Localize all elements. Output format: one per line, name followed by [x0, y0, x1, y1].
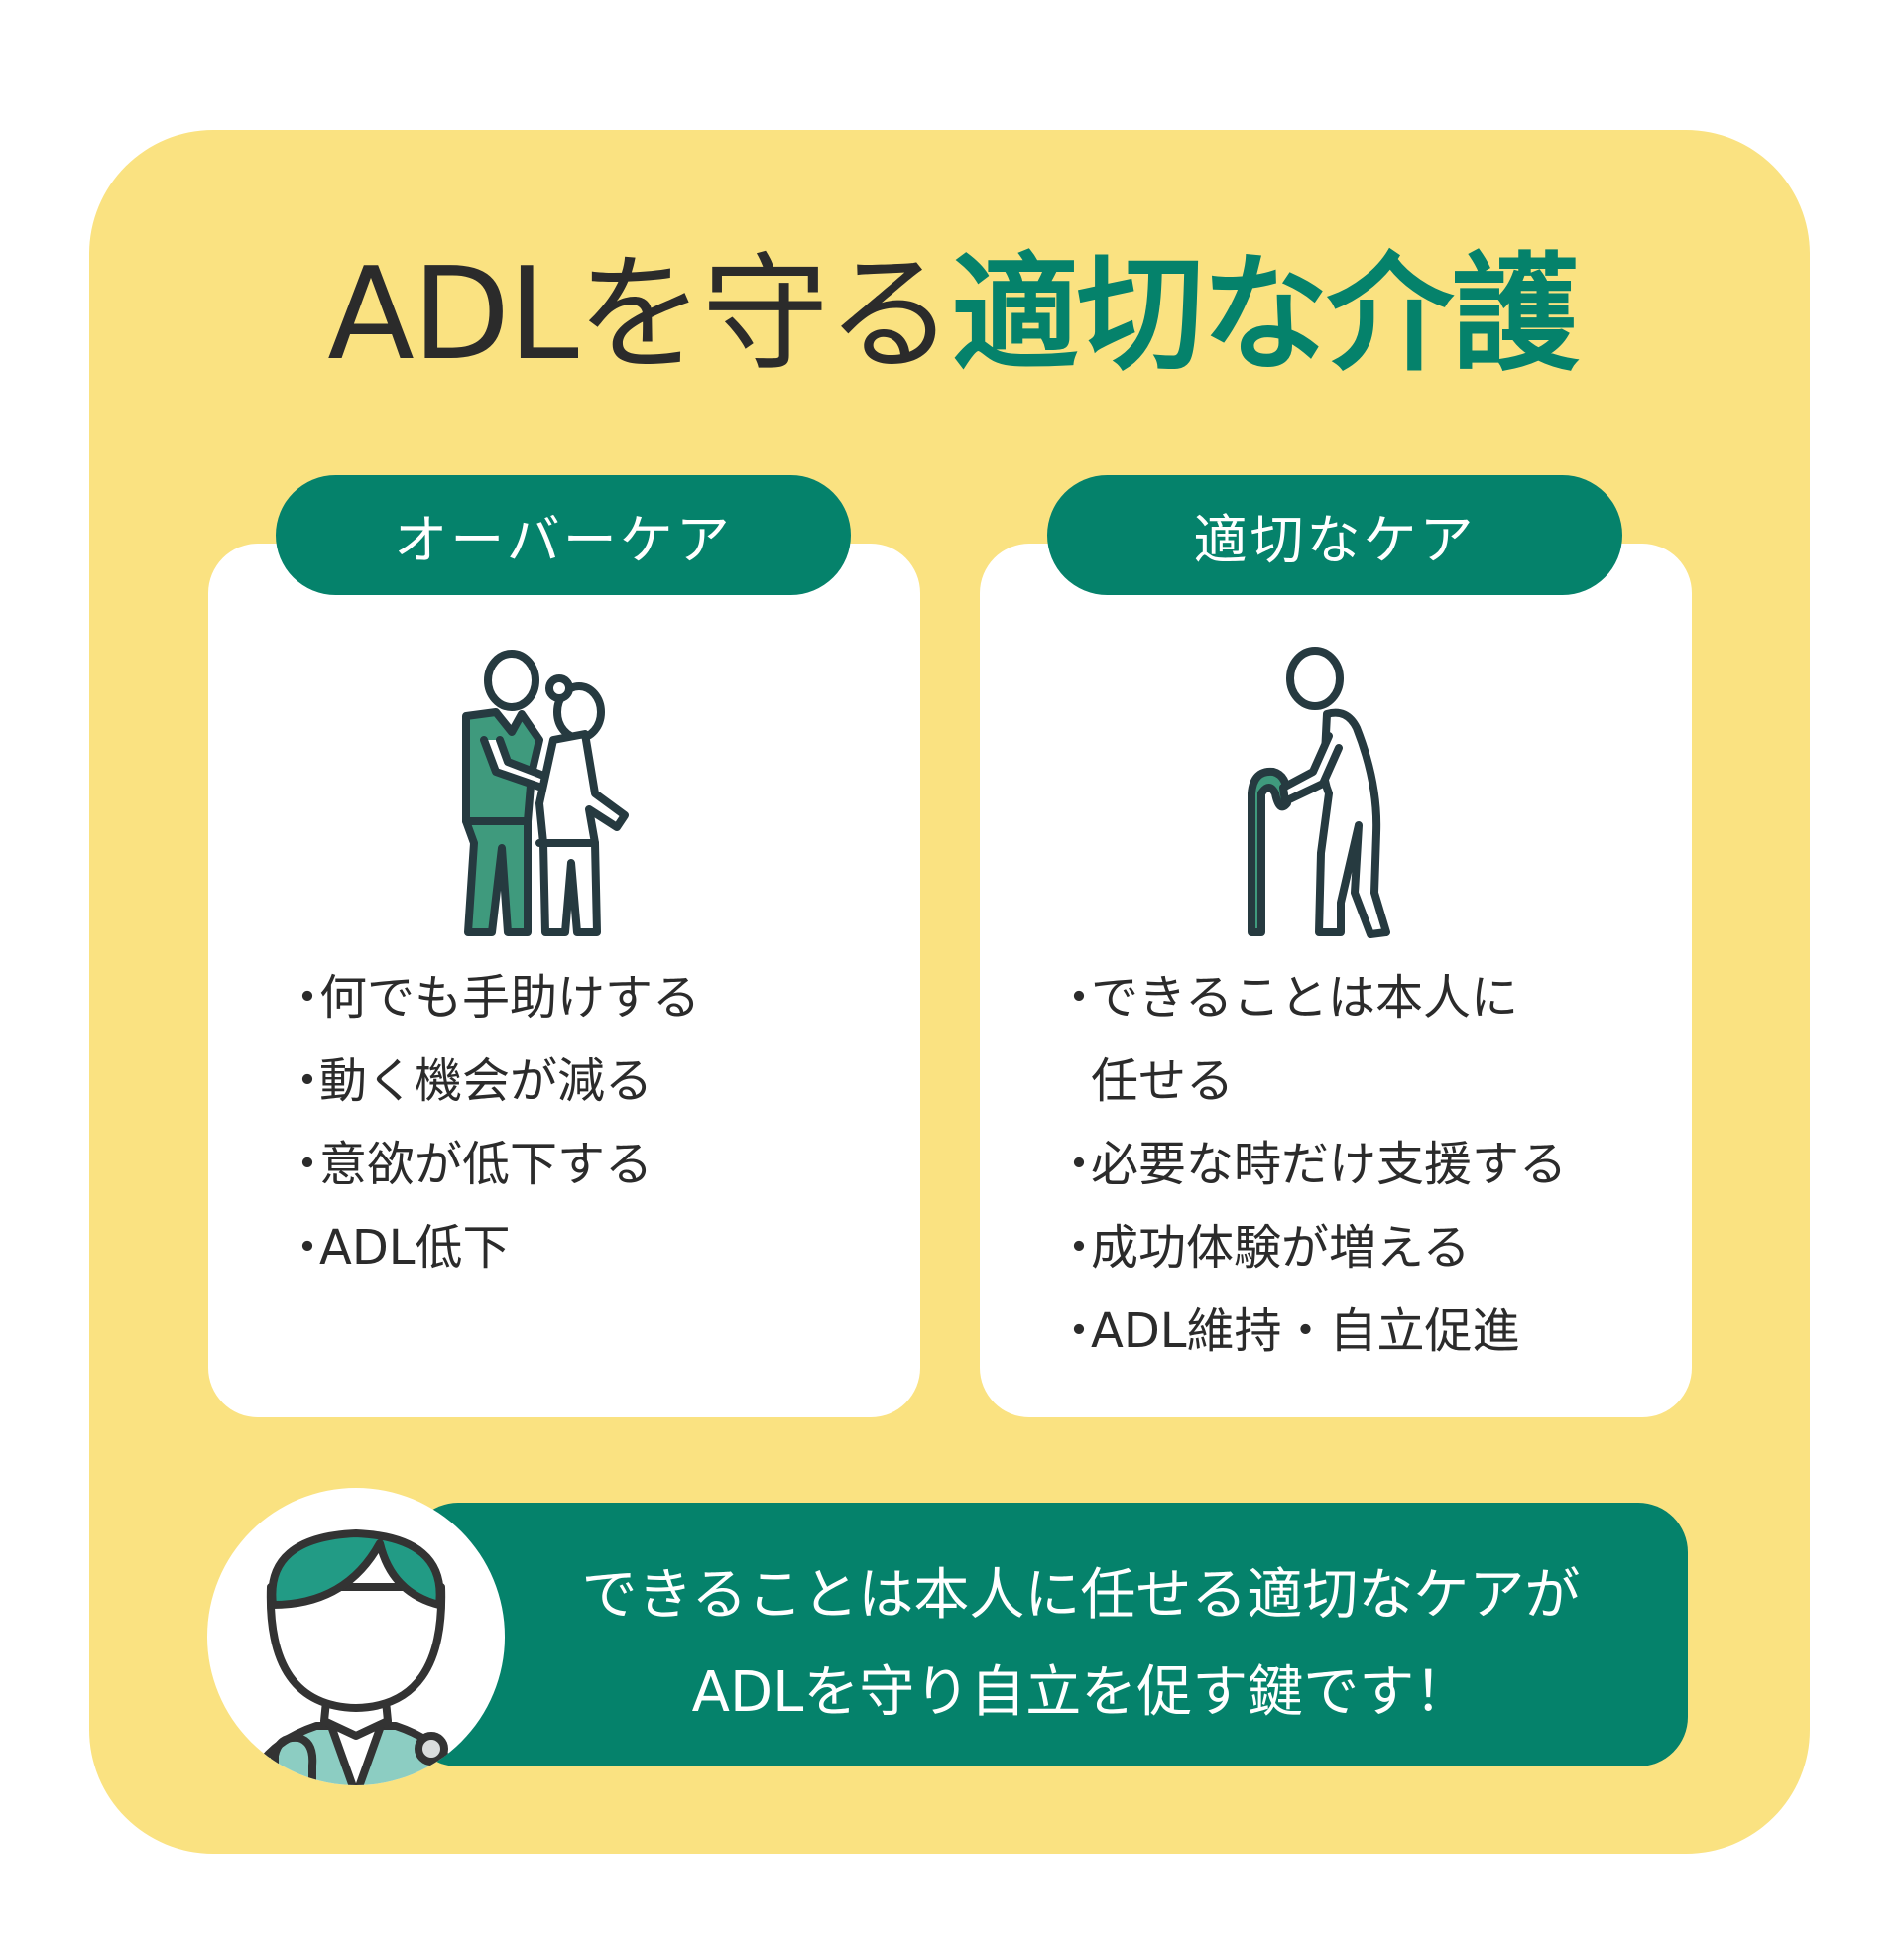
- over-care-label: オーバーケア: [276, 475, 851, 595]
- title-part-2: 適切な介護: [951, 241, 1579, 389]
- doctor-avatar-icon: [207, 1488, 505, 1785]
- bullet: ・: [1055, 1220, 1104, 1276]
- bullet: ・: [1055, 1137, 1104, 1192]
- bullet: ・: [284, 1137, 332, 1192]
- message-banner: [409, 1503, 1688, 1766]
- list-item: ・成功体験が増える: [1055, 1206, 1567, 1289]
- list-item: ・必要な時だけ支援する: [1055, 1123, 1567, 1206]
- list-item: ・動く機会が減る: [284, 1039, 700, 1123]
- list-item-continuation: 任せる: [1091, 1053, 1235, 1109]
- bullet: ・: [284, 1053, 332, 1109]
- appropriate-care-list: ・できることは本人に 任せる ・必要な時だけ支援する ・成功体験が増える ・AD…: [1055, 956, 1567, 1373]
- banner-message: できることは本人に任せる適切なケアが ADLを守り自立を促す鍵です！: [486, 1547, 1676, 1742]
- title-part-1: ADLを守る: [327, 241, 953, 389]
- banner-line-2: ADLを守り自立を促す鍵です！: [691, 1660, 1471, 1725]
- bullet: ・: [1055, 970, 1104, 1026]
- banner-line-1: できることは本人に任せる適切なケアが: [581, 1563, 1581, 1628]
- caregiver-helping-elder-icon: [462, 650, 629, 936]
- list-item: ・意欲が低下する: [284, 1123, 700, 1206]
- elder-walking-with-cane-icon: [1248, 647, 1390, 938]
- page-title: ADLを守る適切な介護: [0, 236, 1904, 395]
- over-care-list: ・何でも手助けする ・動く機会が減る ・意欲が低下する ・ADL低下: [284, 956, 700, 1289]
- list-item: ・できることは本人に: [1055, 956, 1567, 1039]
- list-item: ・ADL維持・自立促進: [1055, 1289, 1567, 1373]
- list-item: ・ADL低下: [284, 1206, 700, 1289]
- bullet: ・: [284, 970, 332, 1026]
- appropriate-care-label: 適切なケア: [1047, 475, 1622, 595]
- list-item: ・何でも手助けする: [284, 956, 700, 1039]
- bullet: ・: [1055, 1303, 1104, 1359]
- bullet: ・: [284, 1220, 332, 1276]
